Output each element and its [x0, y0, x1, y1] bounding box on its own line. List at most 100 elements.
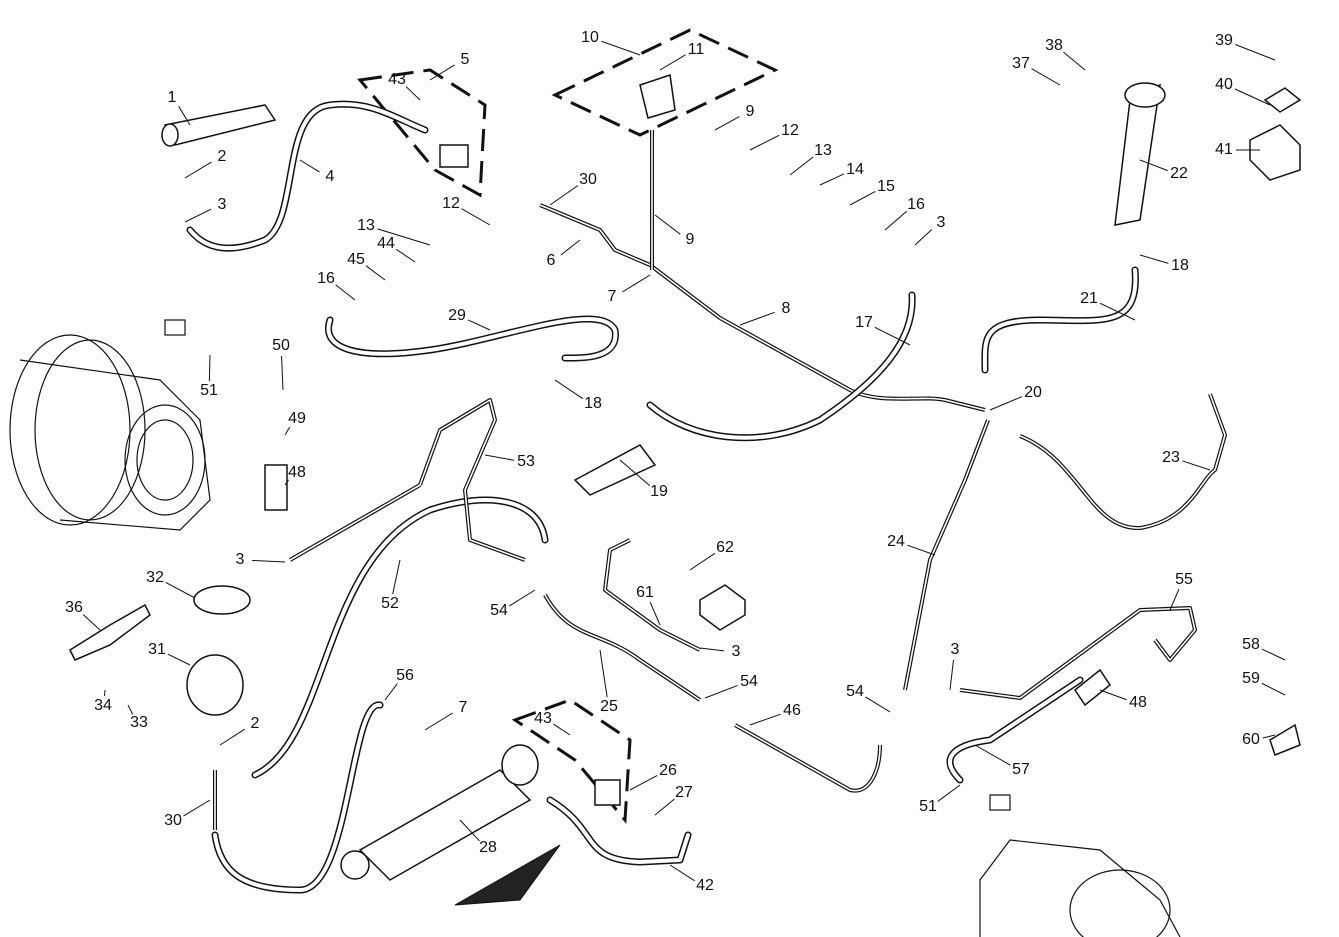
pipe-line	[539, 204, 721, 319]
leader-line	[484, 454, 515, 461]
leader-line	[509, 589, 536, 607]
callout-34: 34	[94, 697, 112, 714]
callout-57: 57	[1012, 761, 1030, 778]
callout-3: 3	[236, 551, 245, 568]
leader-line	[739, 311, 775, 326]
leader-line	[467, 319, 491, 331]
leader-line	[1099, 302, 1136, 321]
leader-line	[365, 265, 386, 281]
callout-26: 26	[659, 762, 677, 779]
hose-line	[948, 678, 1082, 782]
leader-line	[654, 798, 675, 816]
callout-11: 11	[688, 41, 705, 58]
callout-54: 54	[490, 602, 508, 619]
callout-38: 38	[1045, 37, 1063, 54]
callout-12: 12	[781, 122, 799, 139]
leader-line	[654, 214, 681, 235]
callout-23: 23	[1162, 449, 1180, 466]
leader-line	[669, 864, 695, 882]
callout-28: 28	[479, 839, 497, 856]
leader-line	[884, 210, 907, 231]
pipe-line	[544, 594, 701, 701]
leader-line	[103, 689, 106, 697]
leader-line	[907, 544, 936, 556]
callout-36: 36	[65, 599, 83, 616]
pipe-line	[959, 607, 1196, 699]
leader-line	[384, 683, 398, 701]
hose-line	[188, 102, 427, 251]
callout-3: 3	[951, 641, 960, 658]
callout-31: 31	[148, 641, 166, 658]
leader-line	[937, 784, 961, 802]
pipe-line	[734, 723, 882, 793]
callout-14: 14	[846, 161, 864, 178]
callout-labels: 1234543101191213141516330121344451696781…	[65, 29, 1260, 894]
leader-line	[1169, 588, 1180, 611]
callout-39: 39	[1215, 32, 1233, 49]
callout-51: 51	[200, 382, 218, 399]
callout-29: 29	[448, 307, 466, 324]
hose-line	[982, 268, 1138, 372]
hose-line	[213, 703, 382, 892]
callout-21: 21	[1080, 290, 1098, 307]
callout-18: 18	[584, 395, 602, 412]
hose-line	[326, 317, 618, 361]
callout-45: 45	[347, 251, 365, 268]
pipe-line	[418, 398, 526, 562]
pipe-line	[604, 539, 701, 651]
leader-lines	[82, 40, 1286, 882]
leader-line	[699, 647, 725, 652]
callout-54: 54	[846, 683, 864, 700]
leader-line	[789, 156, 814, 176]
leader-line	[1031, 68, 1061, 86]
leader-line	[424, 712, 453, 731]
callout-43: 43	[388, 71, 406, 88]
leader-line	[1261, 648, 1286, 661]
callout-43: 43	[534, 710, 552, 727]
callout-16: 16	[317, 270, 335, 287]
callout-9: 9	[746, 103, 755, 120]
pipe-line	[903, 419, 990, 691]
assembly-box-43b	[511, 698, 632, 824]
callout-53: 53	[517, 453, 535, 470]
callout-56: 56	[396, 667, 414, 684]
pipe-line	[289, 484, 421, 561]
callout-48: 48	[1129, 694, 1147, 711]
leader-line	[1099, 689, 1127, 701]
callout-44: 44	[377, 235, 395, 252]
leader-line	[549, 185, 579, 206]
pipe-line	[539, 203, 722, 320]
hose-line	[253, 498, 547, 777]
leader-line	[429, 64, 455, 81]
leader-line	[849, 191, 876, 206]
callout-42: 42	[696, 877, 714, 894]
callout-3: 3	[218, 196, 227, 213]
callout-30: 30	[579, 171, 597, 188]
callout-54: 54	[740, 673, 758, 690]
callout-61: 61	[636, 584, 654, 601]
callout-3: 3	[732, 643, 741, 660]
leader-line	[689, 552, 716, 571]
callout-7: 7	[608, 288, 617, 305]
callout-5: 5	[461, 51, 470, 68]
leader-line	[208, 354, 211, 382]
leader-line	[1235, 44, 1276, 61]
callout-33: 33	[130, 714, 148, 731]
leader-line	[865, 696, 891, 713]
callout-13: 13	[814, 142, 832, 159]
hose-line	[546, 796, 692, 866]
leader-line	[178, 106, 191, 126]
pipe-line	[1019, 393, 1227, 531]
leader-line	[714, 116, 740, 131]
leader-line	[82, 614, 101, 631]
callout-25: 25	[600, 698, 618, 715]
hoses	[186, 100, 1227, 894]
leader-line	[989, 396, 1023, 411]
callout-7: 7	[459, 699, 468, 716]
leader-line	[949, 659, 955, 691]
callout-41: 41	[1215, 141, 1233, 158]
callout-6: 6	[547, 252, 556, 269]
callout-12: 12	[442, 195, 460, 212]
callout-49: 49	[288, 410, 306, 427]
